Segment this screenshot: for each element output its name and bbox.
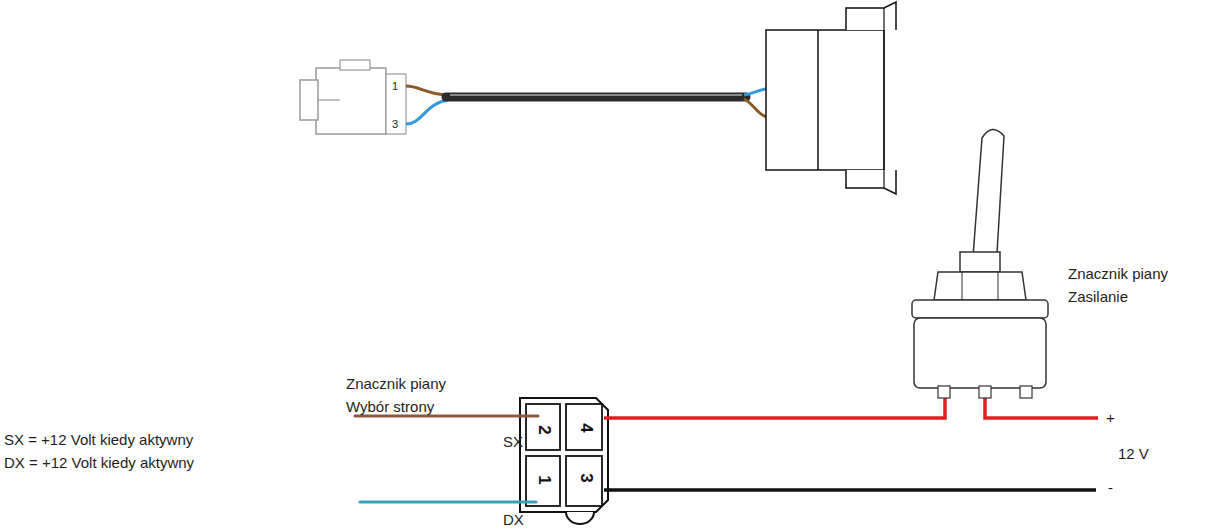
pin-cavity: [526, 456, 560, 506]
plug-nose: [300, 80, 318, 120]
plug-detail: [318, 99, 340, 100]
toggle-switch: [912, 129, 1048, 398]
pin-cavity: [526, 404, 560, 450]
plug-pin-block: 13: [386, 74, 406, 134]
switch-collar: [912, 300, 1048, 318]
switch-edge: [817, 30, 819, 170]
switch-body: [914, 318, 1046, 388]
switch-flange: [846, 2, 896, 30]
plug-connector: [300, 60, 406, 134]
blue-wire: [406, 100, 448, 124]
connector-pin-block: 2 4 1 3: [520, 398, 608, 512]
black-wire: [604, 488, 1096, 492]
signal-name: DX: [503, 508, 524, 530]
supply-label: +: [1106, 406, 1115, 429]
supply-label: -: [1108, 476, 1113, 499]
plug-pin-block: [386, 74, 406, 134]
note-text: Znacznik piany Wybór strony: [346, 372, 476, 418]
switch-terminal: [1020, 386, 1032, 398]
switch-body: [766, 30, 884, 170]
cable: [446, 93, 746, 102]
note-text: SX = +12 Volt kiedy aktywny: [4, 428, 193, 451]
nut-edge: [998, 272, 999, 300]
rocker-switch: [766, 2, 896, 194]
switch-bushing: [960, 252, 1000, 272]
switch-terminal: [979, 386, 991, 398]
note-text: DX = +12 Volt kiedy aktywny: [4, 451, 194, 474]
pin-cavity: [566, 404, 602, 450]
pin-number: 1: [534, 475, 552, 484]
red-wire: [985, 398, 1098, 418]
connector-tab: [566, 512, 594, 524]
red-wire: [604, 398, 945, 418]
plug-body: [316, 68, 386, 134]
pin-number: 1: [392, 80, 398, 92]
switch-nut: [934, 272, 1026, 300]
supply-label: 12 V: [1118, 442, 1149, 465]
nut-edge: [962, 272, 963, 300]
teal-wire: [360, 501, 536, 504]
switch-terminal: [938, 386, 950, 398]
switch-flange: [846, 170, 896, 194]
switch-edge: [883, 8, 884, 188]
pin-cavity: [566, 456, 602, 506]
switch-lever: [972, 129, 1004, 270]
pin-number: 2: [534, 425, 552, 434]
plug-latch: [340, 60, 370, 70]
pin-number: 3: [576, 473, 594, 482]
brown-wire: [406, 86, 448, 95]
cable-highlight: [450, 94, 742, 96]
note-text: Znacznik piany Zasilanie: [1068, 262, 1198, 308]
pin-number: 3: [392, 118, 398, 130]
signal-name: SX: [503, 430, 523, 453]
pin-number: 4: [576, 423, 594, 432]
